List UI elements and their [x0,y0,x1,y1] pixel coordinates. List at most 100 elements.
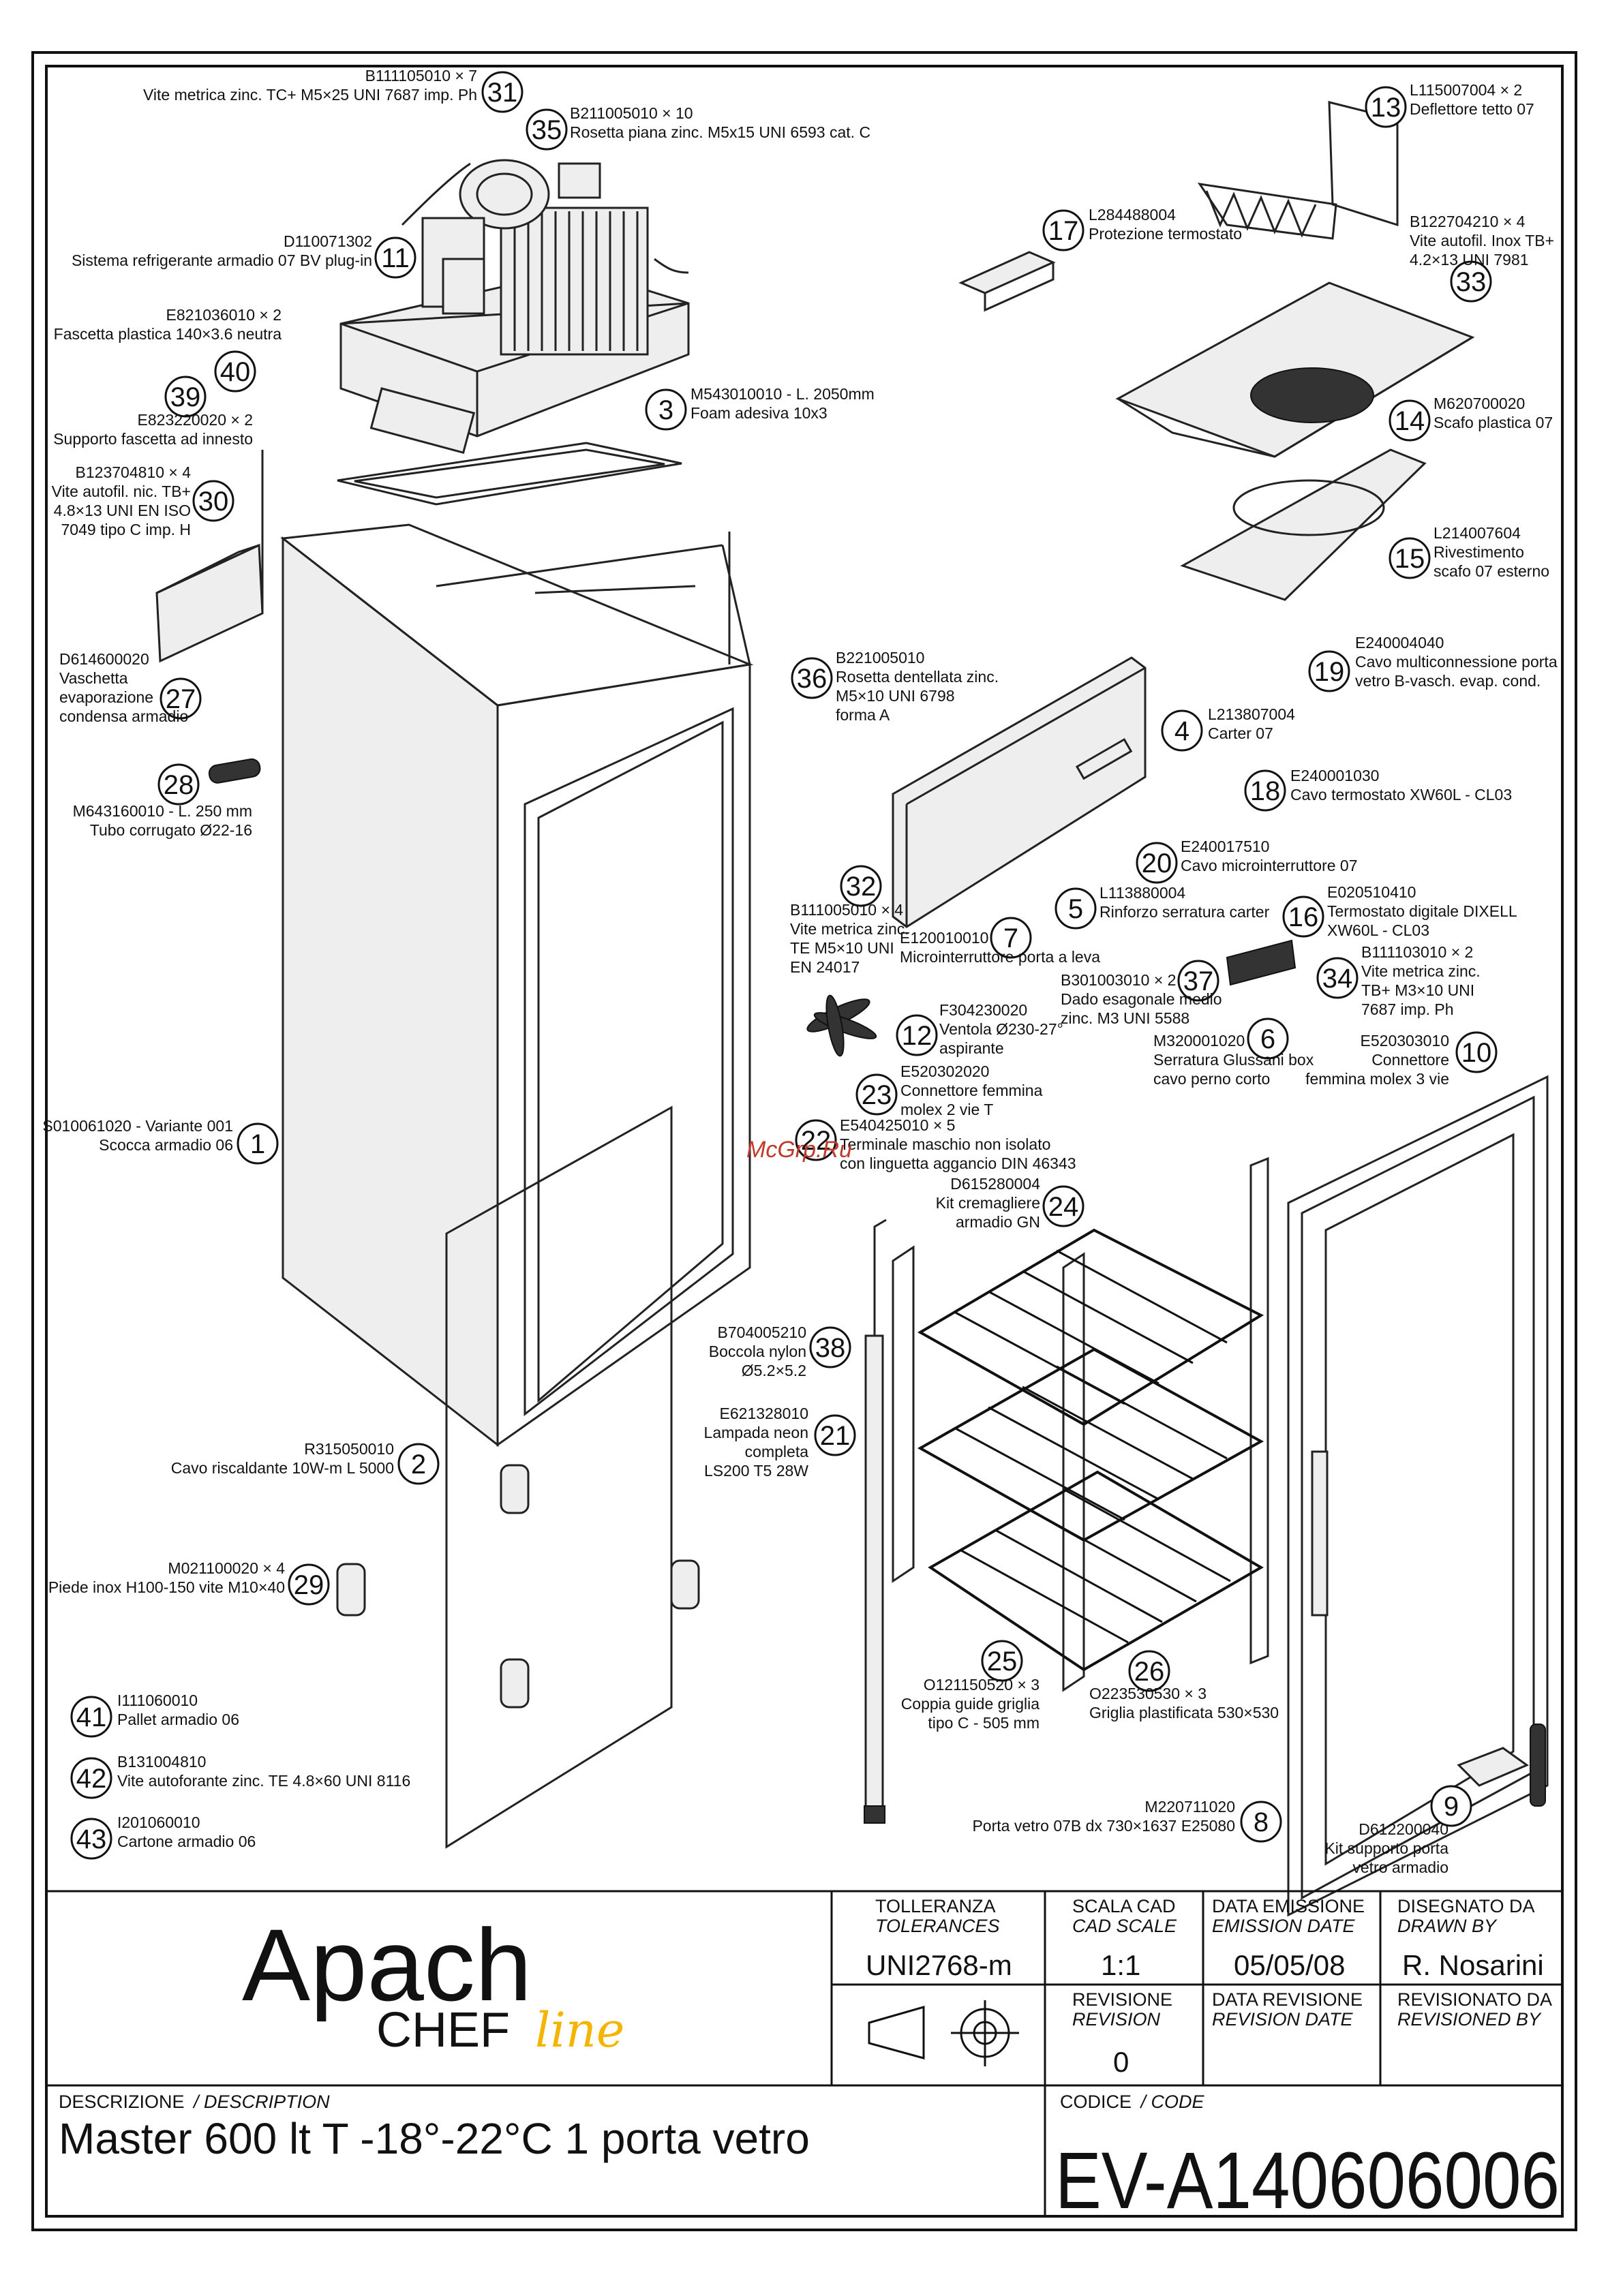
callout-bubble [645,388,687,431]
drawn-by-label-en: DRAWN BY [1397,1916,1498,1936]
callout-label-line: O121150520 × 3 [924,1676,1040,1694]
callout-label-line: Boccola nylon [709,1343,806,1360]
callout-bubble [1365,86,1407,128]
callout-label-line: E120010010 [900,929,988,947]
deflector-drawing [1197,101,1399,240]
thermostat-protection-drawing [958,251,1056,294]
callout-label-line: Tubo corrugato Ø22-16 [90,821,252,839]
callout-label-line: L113880004 [1099,884,1185,902]
callout-bubble [795,1119,837,1161]
callout-label-line: Sistema refrigerante armadio 07 BV plug-… [72,251,372,269]
callout-number: 32 [846,872,877,902]
callout-bubble [1389,537,1431,579]
callout-label-line: XW60L - CL03 [1327,921,1429,939]
callout-label-line: B111105010 × 7 [365,67,477,85]
callout-label-line: con linguetta aggancio DIN 46343 [840,1154,1076,1172]
callout-label-line: Coppia guide griglia [901,1695,1040,1713]
callout-number: 40 [220,357,251,387]
callout-label-line: Carter 07 [1208,724,1273,742]
watermark-text: McGrp.Ru [746,1137,852,1163]
callout-number: 19 [1314,657,1345,687]
callout-label-line: B704005210 [718,1323,806,1341]
carter-drawing [892,656,1147,928]
title-block: Apach CHEF line TOLLERANZA TOLERANCES UN… [46,1890,1562,2226]
emission-date-label-en: EMISSION DATE [1212,1916,1356,1936]
callout-number: 4 [1174,716,1189,746]
projection-symbol-icon [868,2000,1019,2066]
callout-label-line: Scafo plastica 07 [1434,414,1553,431]
callout-label-line: R315050010 [304,1440,394,1458]
callout-bubble [164,376,207,418]
callout-label-line: Griglia plastificata 530×530 [1089,1704,1279,1721]
callout-label-line: M220711020 [1144,1798,1235,1816]
callout-number: 37 [1183,966,1214,996]
callout-label-line: condensa armadio [59,707,188,725]
callout-bubble [981,1640,1023,1682]
callout-label-line: vetro armadio [1352,1858,1448,1876]
callout-bubble [1247,1017,1289,1060]
callout-label-line: E520303010 [1361,1032,1449,1050]
callout-label-line: B111005010 × 4 [790,901,903,919]
callout-bubble [1308,650,1350,692]
callout-bubble [70,1696,112,1738]
revision-date-label-en: REVISION DATE [1212,2009,1354,2030]
callout-number: 25 [987,1647,1018,1677]
callout-bubble [1282,896,1324,938]
glass-door-drawing [1287,1075,1549,1917]
callout-label-line: S010061020 - Variante 001 [42,1117,233,1135]
callout-label-line: Cavo termostato XW60L - CL03 [1290,786,1512,803]
callout-bubble [374,236,416,279]
callout-bubble [1240,1801,1282,1843]
callout-number: 13 [1371,93,1401,123]
callout-bubble [855,1073,898,1116]
callout-number: 17 [1048,216,1079,246]
drawn-by-value: R. Nosarini [1402,1949,1544,1981]
hull-covering-drawing [1180,448,1427,601]
callout-label-line: evaporazione [59,688,153,706]
callout-label-line: Pallet armadio 06 [117,1711,239,1728]
glass-panel-drawing [445,1105,673,1849]
callout-bubble [1450,260,1492,303]
callout-bubble [1136,842,1178,884]
callout-number: 22 [801,1126,832,1156]
callout-label-line: E240017510 [1181,838,1269,855]
description-value: Master 600 lt T -18°-22°C 1 porta vetro [59,2114,810,2163]
callout-number: 1 [250,1129,265,1159]
callout-label-line: scafo 07 esterno [1434,562,1549,580]
callout-number: 7 [1003,923,1018,953]
callout-number: 24 [1048,1192,1079,1222]
callout-number: 41 [76,1702,107,1732]
callout-bubble [70,1818,112,1860]
description-label-en: / DESCRIPTION [192,2092,330,2112]
callout-label-line: E821036010 × 2 [166,306,282,324]
description-label: DESCRIZIONE / DESCRIPTION [59,2092,330,2112]
callout-label-line: Cavo microinterruttore 07 [1181,857,1358,874]
callout-label-line: femmina molex 3 vie [1305,1070,1449,1088]
callout-label-line: Vite metrica zinc. [790,920,909,938]
callout-label-line: Serratura Glussani box [1153,1051,1314,1069]
